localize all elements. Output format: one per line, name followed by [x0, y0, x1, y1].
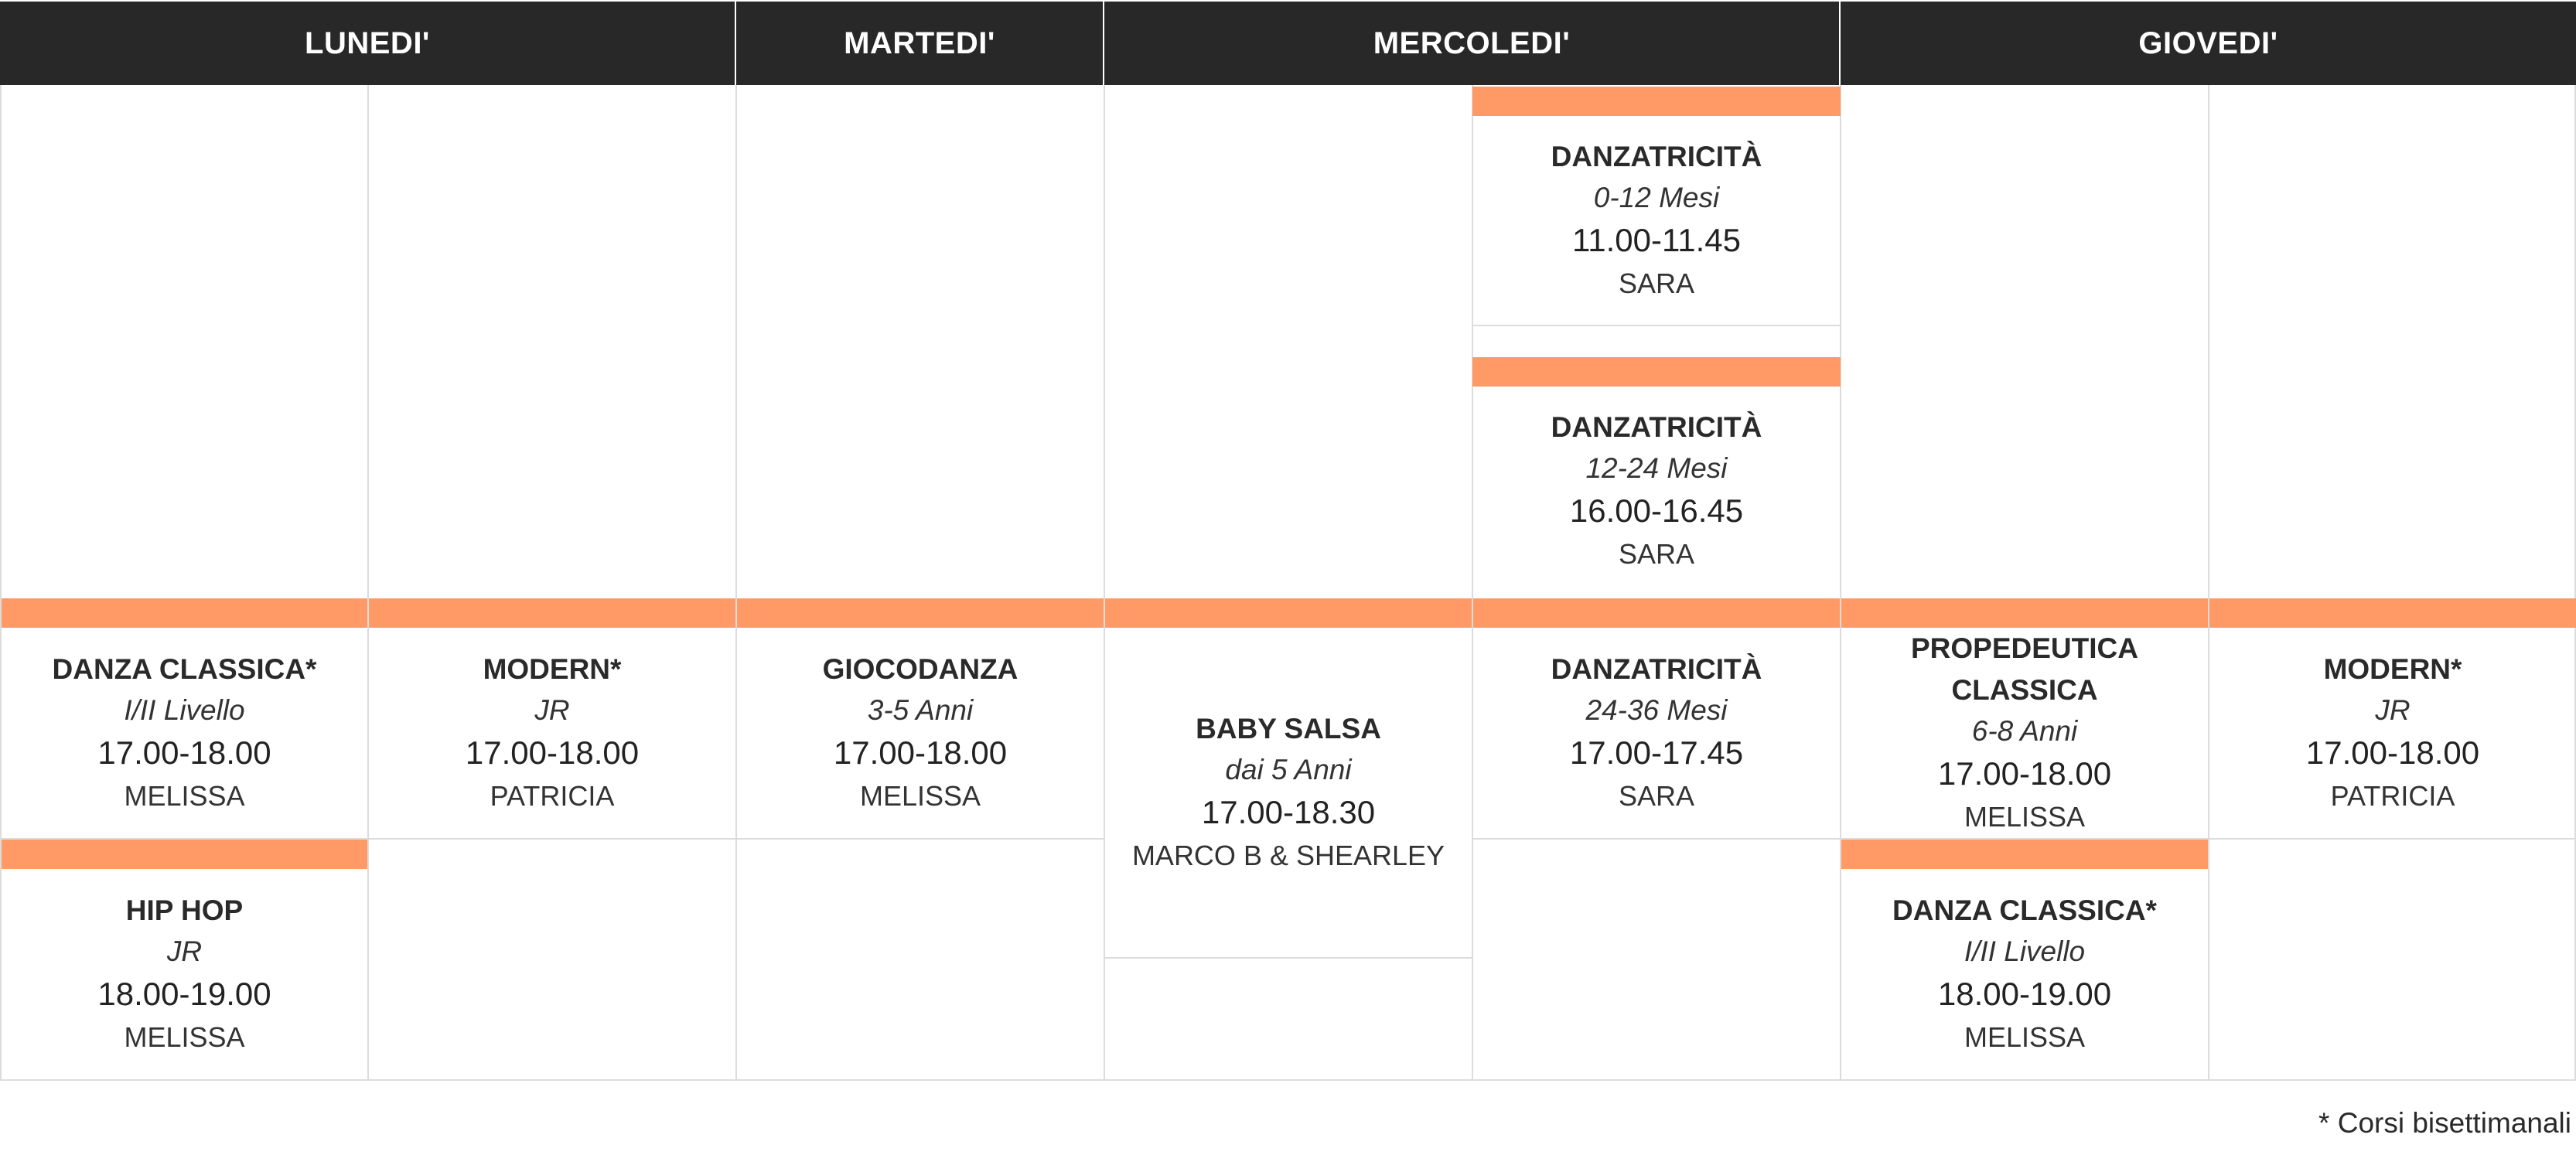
lesson-time: 17.00-18.00: [465, 734, 640, 771]
lesson-level: JR: [166, 935, 203, 967]
accent-bar: [1472, 87, 1841, 116]
grid-line: [1472, 85, 1473, 1081]
lesson-level: JR: [2375, 694, 2411, 726]
lesson-name: GIOCODANZA: [822, 653, 1018, 685]
lesson-card-danzatricita-0-12[interactable]: DANZATRICITÀ 0-12 Mesi 11.00-11.45 SARA: [1472, 87, 1841, 325]
lesson-time: 17.00-18.00: [1937, 755, 2112, 792]
lesson-card-danzatricita-12-24[interactable]: DANZATRICITÀ 12-24 Mesi 16.00-16.45 SARA: [1472, 357, 1841, 595]
lesson-teacher: SARA: [1618, 538, 1695, 570]
grid-line: [1840, 85, 1841, 1081]
lesson-teacher: SARA: [1618, 780, 1695, 812]
lesson-time: 18.00-19.00: [1937, 976, 2112, 1012]
lesson-level: 0-12 Mesi: [1593, 182, 1720, 213]
accent-bar: [1473, 598, 1840, 628]
grid-line: [0, 85, 2, 1081]
accent-bar: [2, 598, 367, 628]
grid-line: [0, 838, 1104, 840]
lesson-teacher: MELISSA: [1964, 1021, 2086, 1053]
lesson-time: 16.00-16.45: [1569, 492, 1744, 529]
day-header-giovedi: GIOVEDI': [1841, 2, 2576, 85]
lesson-teacher: PATRICIA: [490, 780, 615, 812]
day-header-mercoledi: MERCOLEDI': [1104, 2, 1841, 85]
lesson-teacher: MELISSA: [124, 780, 245, 812]
lesson-name: MODERN*: [483, 653, 622, 685]
lesson-card-hip-hop[interactable]: HIP HOP JR 18.00-19.00 MELISSA: [2, 840, 367, 1079]
lesson-card-danza-classica-giovedi[interactable]: DANZA CLASSICA* I/II Livello 18.00-19.00…: [1841, 840, 2208, 1079]
day-header-martedi: MARTEDI': [736, 2, 1104, 85]
grid-line: [2208, 85, 2209, 1081]
lesson-name: PROPEDEUTICA CLASSICA: [1911, 632, 2138, 706]
lesson-time: 18.00-19.00: [97, 976, 271, 1012]
lesson-name: DANZATRICITÀ: [1551, 411, 1762, 443]
lesson-name: DANZATRICITÀ: [1551, 141, 1762, 172]
lesson-card-danzatricita-24-36[interactable]: DANZATRICITÀ 24-36 Mesi 17.00-17.45 SARA: [1473, 598, 1840, 838]
lesson-name: DANZATRICITÀ: [1551, 653, 1762, 685]
lesson-teacher: MARCO B & SHEARLEY: [1131, 840, 1445, 871]
lesson-level: I/II Livello: [1964, 935, 2086, 967]
lesson-time: 17.00-18.00: [2305, 734, 2480, 771]
accent-bar: [1105, 598, 1472, 628]
grid-line: [1472, 838, 2576, 840]
accent-bar: [369, 598, 735, 628]
accent-bar: [1841, 598, 2208, 628]
lesson-level: 3-5 Anni: [867, 694, 974, 726]
lesson-teacher: MELISSA: [859, 780, 981, 812]
lesson-card-danza-classica-lunedi[interactable]: DANZA CLASSICA* I/II Livello 17.00-18.00…: [2, 598, 367, 838]
grid-line: [1104, 85, 1105, 1081]
lesson-level: 24-36 Mesi: [1585, 694, 1728, 726]
lesson-time: 17.00-18.30: [1201, 794, 1376, 830]
lesson-level: 12-24 Mesi: [1585, 452, 1728, 484]
lesson-name: MODERN*: [2323, 653, 2462, 685]
accent-bar: [737, 598, 1104, 628]
lesson-name: DANZA CLASSICA*: [52, 653, 317, 685]
lesson-name: DANZA CLASSICA*: [1892, 894, 2157, 926]
lesson-card-giocodanza[interactable]: GIOCODANZA 3-5 Anni 17.00-18.00 MELISSA: [737, 598, 1104, 838]
lesson-name: HIP HOP: [125, 894, 244, 926]
lesson-teacher: MELISSA: [1964, 801, 2086, 833]
grid-line: [1104, 957, 1472, 959]
lesson-card-baby-salsa[interactable]: BABY SALSA dai 5 Anni 17.00-18.30 MARCO …: [1105, 598, 1472, 957]
lesson-teacher: MELISSA: [124, 1021, 245, 1053]
lesson-level: JR: [534, 694, 570, 726]
lesson-time: 11.00-11.45: [1572, 222, 1741, 258]
grid-line: [735, 85, 737, 1081]
lesson-card-propedeutica-classica[interactable]: PROPEDEUTICA CLASSICA 6-8 Anni 17.00-18.…: [1841, 598, 2208, 838]
lesson-name: BABY SALSA: [1196, 713, 1381, 744]
accent-bar: [2209, 598, 2576, 628]
lesson-teacher: SARA: [1618, 267, 1695, 299]
lesson-time: 17.00-17.45: [1569, 734, 1744, 771]
accent-bar: [1472, 357, 1841, 387]
accent-bar: [2, 840, 367, 869]
lesson-level: 6-8 Anni: [1971, 715, 2078, 747]
lesson-card-modern-lunedi[interactable]: MODERN* JR 17.00-18.00 PATRICIA: [369, 598, 735, 838]
lesson-level: dai 5 Anni: [1225, 754, 1352, 785]
lesson-level: I/II Livello: [124, 694, 245, 726]
accent-bar: [1841, 840, 2208, 869]
grid-line: [0, 1079, 2576, 1081]
grid-line: [1472, 325, 1841, 326]
footnote: * Corsi bisettimanali: [2318, 1107, 2571, 1139]
lesson-card-modern-giovedi[interactable]: MODERN* JR 17.00-18.00 PATRICIA: [2209, 598, 2576, 838]
grid-line: [367, 85, 369, 1081]
lesson-time: 17.00-18.00: [97, 734, 271, 771]
lesson-teacher: PATRICIA: [2330, 780, 2455, 812]
day-header-lunedi: LUNEDI': [0, 2, 736, 85]
lesson-time: 17.00-18.00: [833, 734, 1008, 771]
grid-line: [2574, 85, 2576, 1081]
